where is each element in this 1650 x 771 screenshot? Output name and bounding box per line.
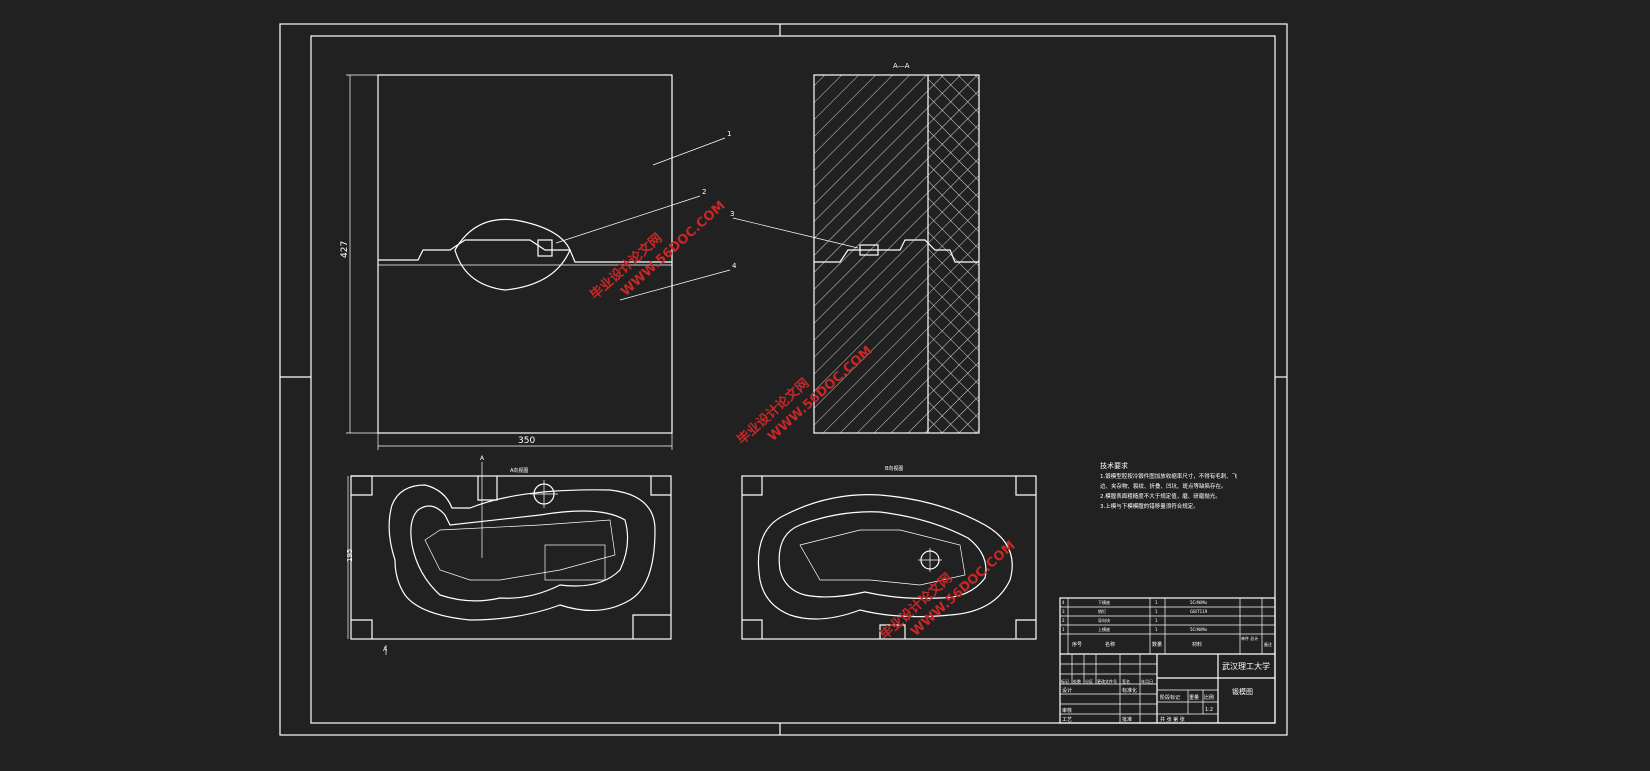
rev-header-count: 处数 — [1073, 678, 1081, 684]
leader-2: 2 — [702, 188, 706, 196]
stage-block: 阶段标记 重量 比例 1:2 共 张 第 张 — [1157, 654, 1219, 723]
watermark-3: 毕业设计论文网 WWW.56DOC.COM — [877, 538, 1019, 643]
title-block: 4 下模座 1 5CrNiMo 3 销钉 1 GB/T119 2 导向块 1 1… — [1059, 597, 1276, 724]
part-name-3: 销钉 — [1098, 608, 1106, 614]
part-qty-4: 1 — [1155, 600, 1158, 605]
revision-grid: 标记 处数 分区 更改文件号 签名 年月日 设计 标准化 审核 工艺 批准 — [1060, 654, 1158, 723]
header-note: 备注 — [1264, 641, 1272, 647]
part-material-3: GB/T119 — [1190, 609, 1208, 614]
part-qty-1: 1 — [1155, 627, 1158, 632]
part-qty-2: 1 — [1155, 618, 1158, 623]
rev-header-zone: 分区 — [1085, 678, 1093, 684]
dim-height-top: 427 — [340, 241, 350, 258]
leader-1: 1 — [727, 130, 731, 138]
label-approve: 批准 — [1122, 716, 1132, 723]
label-process: 工艺 — [1062, 717, 1072, 723]
part-name-4: 下模座 — [1098, 599, 1110, 605]
part-qty-3: 1 — [1155, 609, 1158, 614]
cavity-inner-left — [410, 505, 629, 602]
lower-die-outline-left — [350, 475, 672, 640]
note-line-2: 边、夹杂物、裂纹、折叠、凹坑、斑点等缺陷存在。 — [1100, 482, 1227, 490]
note-line-1: 1.锻模型腔按冷锻件图加放收缩率尺寸，不得有毛刺、飞 — [1100, 472, 1238, 480]
centering-marks — [280, 24, 1287, 735]
note-line-4: 3.上模与下模模膛的错移量须符合规定。 — [1100, 502, 1199, 510]
top-left-view: 427 350 1 2 4 — [340, 74, 737, 450]
part-material-4: 5CrNiMo — [1190, 600, 1208, 605]
note-line-3: 2.模膛表面粗糙度不大于规定值，磨、研磨抛光。 — [1100, 492, 1221, 500]
section-outline — [813, 74, 980, 434]
school-name: 武汉理工大学 — [1222, 661, 1270, 671]
label-stage: 阶段标记 — [1160, 694, 1180, 701]
header-no: 序号 — [1072, 641, 1082, 648]
marker-a-bottom: A — [383, 646, 388, 653]
sheet-label: 共 张 第 张 — [1160, 716, 1185, 723]
marker-a-top: A — [480, 455, 485, 462]
bottom-left-view: A向视图 195 A A — [346, 455, 672, 655]
outer-frame — [279, 23, 1288, 736]
cavity-outer-right — [757, 494, 1013, 620]
part-name-2: 导向块 — [1098, 617, 1110, 623]
rev-header-sign: 签名 — [1122, 678, 1130, 684]
scale-value: 1:2 — [1205, 707, 1213, 713]
rev-header-date: 年月日 — [1141, 678, 1153, 684]
leader-4: 4 — [732, 262, 737, 270]
part-no-4: 4 — [1062, 600, 1065, 605]
view-label-left: A向视图 — [510, 467, 528, 474]
die-outline-top — [377, 74, 673, 434]
section-detail — [454, 218, 571, 291]
rev-header-doc: 更改文件号 — [1097, 678, 1117, 684]
section-view-a-a: A—A 3 — [730, 62, 980, 434]
header-weight: 单件 总计 — [1241, 635, 1258, 641]
header-qty: 数量 — [1152, 641, 1162, 648]
part-material-1: 5CrNiMo — [1190, 627, 1208, 632]
label-checker: 审核 — [1062, 707, 1072, 714]
view-label-right: B向视图 — [885, 465, 903, 472]
notes-title: 技术要求 — [1100, 461, 1128, 470]
parting-line — [378, 239, 672, 263]
cavity-inner-right — [778, 511, 987, 599]
part-no-3: 3 — [1062, 609, 1065, 614]
watermark-1: 毕业设计论文网 WWW.56DOC.COM — [587, 198, 729, 303]
section-parting-line — [814, 239, 979, 263]
label-weight: 重量 — [1189, 694, 1199, 701]
label-standard: 标准化 — [1122, 687, 1137, 694]
part-name-1: 上模座 — [1098, 626, 1110, 632]
leader-3: 3 — [730, 210, 734, 218]
label-scale: 比例 — [1204, 694, 1214, 701]
lower-die-outline-right — [741, 475, 1037, 640]
section-label: A—A — [893, 62, 910, 70]
rev-header-mark: 标记 — [1061, 678, 1069, 684]
parts-list: 4 下模座 1 5CrNiMo 3 销钉 1 GB/T119 2 导向块 1 1… — [1060, 598, 1275, 655]
technical-notes: 技术要求 1.锻模型腔按冷锻件图加放收缩率尺寸，不得有毛刺、飞 边、夹杂物、裂纹… — [1100, 461, 1238, 510]
inner-frame — [310, 35, 1276, 724]
dim-width-top: 350 — [518, 436, 535, 446]
cavity-outer-left — [388, 484, 656, 621]
drawing-name: 锻模图 — [1232, 687, 1253, 696]
header-name: 名称 — [1105, 641, 1115, 648]
dim-height-bottom: 195 — [346, 549, 354, 562]
part-no-2: 2 — [1062, 618, 1065, 623]
label-designer: 设计 — [1062, 687, 1072, 694]
pin-detail — [537, 239, 553, 257]
part-no-1: 1 — [1062, 627, 1065, 632]
header-material: 材料 — [1192, 641, 1202, 648]
bottom-right-view: B向视图 — [741, 465, 1037, 640]
